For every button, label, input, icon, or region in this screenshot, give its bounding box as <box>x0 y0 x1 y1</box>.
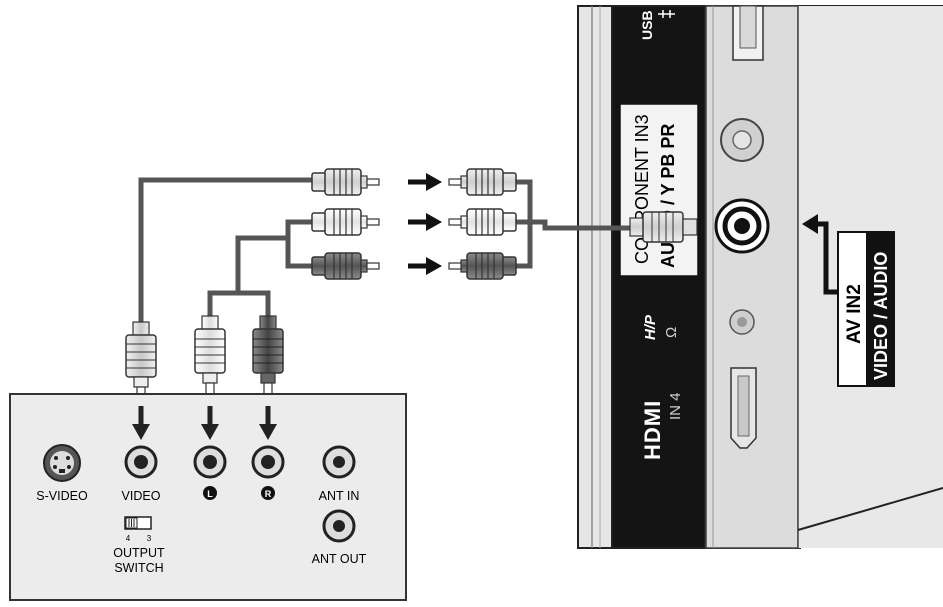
rca-plug-video-left <box>311 168 380 196</box>
rca-plug-tv <box>629 211 698 243</box>
audio-cable-l <box>207 290 238 316</box>
output-switch[interactable] <box>124 516 152 530</box>
rca-plug-video-right <box>448 168 517 196</box>
headphone-jack[interactable] <box>729 309 755 335</box>
device-insert-arrows <box>132 406 277 440</box>
usb-port[interactable] <box>732 5 764 61</box>
av-in2-callout <box>837 231 895 387</box>
headphone-icon: Ω <box>663 327 680 338</box>
ant-in-jack[interactable] <box>322 445 356 479</box>
audio-l-badge-text: L <box>207 489 213 499</box>
audio-cable-main <box>235 219 312 293</box>
audio-r-badge-text: R <box>265 489 272 499</box>
merge-cables <box>516 179 630 269</box>
usb-icon <box>658 10 675 18</box>
usb-label: USB <box>639 10 655 40</box>
audio-cable-r <box>238 290 271 316</box>
rca-plug-audio-l-left <box>311 208 380 236</box>
svideo-label: S-VIDEO <box>36 489 88 503</box>
output-label: OUTPUT <box>113 546 165 560</box>
insert-arrows <box>408 173 442 275</box>
video-audio-label: VIDEO / AUDIO <box>871 252 891 380</box>
rca-plug-audio-l-device <box>194 315 226 402</box>
av-in2-jack[interactable] <box>714 198 770 254</box>
component-jack[interactable] <box>720 118 764 162</box>
headphone-label: H/P <box>642 314 659 340</box>
component-label-box <box>619 103 699 277</box>
video-cable <box>138 177 312 322</box>
video-jack[interactable] <box>124 445 158 479</box>
svideo-jack[interactable] <box>43 444 81 482</box>
ant-in-label: ANT IN <box>319 489 360 503</box>
rca-plug-audio-r-device <box>252 315 284 402</box>
ant-out-label: ANT OUT <box>312 552 367 566</box>
switch-num-left: 4 <box>126 534 131 543</box>
switch-num-right: 3 <box>147 534 152 543</box>
rca-plug-audio-r-left <box>311 252 380 280</box>
rca-plug-audio-r-right <box>448 252 517 280</box>
component-sub-label: AUDIO / Y PB PR <box>658 124 678 268</box>
switch-label: SWITCH <box>114 561 163 575</box>
rca-plug-audio-l-right <box>448 208 517 236</box>
hdmi-in4-label: IN 4 <box>667 392 684 420</box>
hdmi-port[interactable] <box>730 367 757 449</box>
audio-r-badge <box>261 486 275 500</box>
hdmi-logo: HDMI <box>640 400 665 460</box>
audio-r-jack[interactable] <box>251 445 285 479</box>
video-label: VIDEO <box>122 489 161 503</box>
audio-l-badge <box>203 486 217 500</box>
av-in2-label: AV IN2 <box>844 284 865 344</box>
audio-l-jack[interactable] <box>193 445 227 479</box>
ant-out-jack[interactable] <box>322 509 356 543</box>
rca-plug-video-device <box>125 321 157 404</box>
